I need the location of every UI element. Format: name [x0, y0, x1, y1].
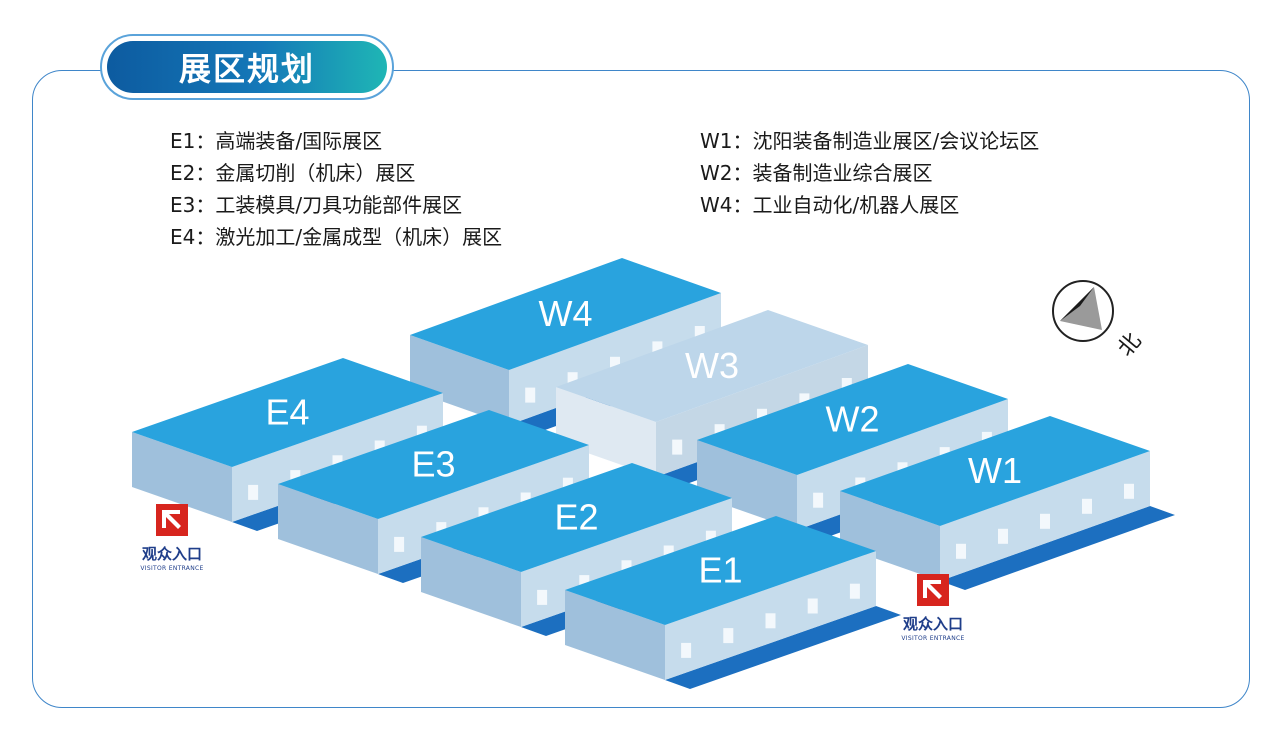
hall-roof [410, 258, 721, 370]
hall-window [436, 522, 447, 538]
hall-side-wall [840, 491, 940, 581]
hall-window [1040, 513, 1050, 529]
entrance-label-cn: 观众入口 [902, 615, 963, 633]
hall-window [681, 642, 692, 658]
hall-roof [421, 463, 732, 572]
hall-window [525, 387, 536, 403]
hall-window [394, 536, 405, 552]
hall-window [723, 628, 734, 644]
hall-window [520, 492, 531, 508]
hall-window [652, 341, 663, 357]
hall-side-wall [278, 484, 378, 574]
hall-label: E4 [265, 392, 309, 433]
title-badge-fill [107, 41, 387, 93]
legend-item-w1: W1：沈阳装备制造业展区/会议论坛区 [700, 129, 1040, 153]
compass-needle-icon [1060, 287, 1094, 321]
title-badge: 展区规划 [100, 34, 394, 100]
hall-roof [556, 310, 868, 422]
legend-item-e1: E1：高端装备/国际展区 [170, 129, 383, 153]
hall-roof [565, 516, 876, 625]
hall-side-wall [697, 440, 797, 530]
hall-window [663, 545, 674, 561]
entrance-arrow-icon [156, 504, 188, 536]
hall-label: E2 [554, 497, 598, 538]
legend-item-e3: E3：工装模具/刀具功能部件展区 [170, 193, 463, 217]
hall-label: W2 [826, 399, 880, 440]
hall-label: E3 [411, 444, 455, 485]
hall-shadow [940, 506, 1175, 590]
legend-item-e2: E2：金属切削（机床）展区 [170, 161, 416, 185]
hall-window [672, 439, 683, 455]
hall-side-wall [556, 387, 656, 477]
legend-item-w2: W2：装备制造业综合展区 [700, 161, 933, 185]
hall-e1[interactable]: E1 [565, 516, 901, 689]
compass-north-label: 北 [1113, 329, 1146, 362]
visitor-entrance-west: 观众入口 VISITOR ENTRANCE [132, 503, 212, 572]
hall-w1[interactable]: W1 [840, 416, 1175, 590]
legend-item-w4: W4：工业自动化/机器人展区 [700, 193, 960, 217]
hall-side-wall [421, 537, 521, 627]
hall-window [562, 477, 573, 493]
hall-window [956, 543, 966, 559]
hall-roof [697, 364, 1008, 475]
hall-window [1082, 498, 1092, 514]
hall-window [416, 425, 427, 441]
hall-roof [278, 410, 589, 519]
hall-window [849, 583, 860, 599]
hall-label: E1 [698, 550, 742, 591]
hall-window [705, 530, 716, 546]
hall-window [290, 470, 301, 486]
hall-side-wall [132, 432, 232, 522]
entrance-label-en: VISITOR ENTRANCE [140, 565, 204, 572]
hall-roof [132, 358, 443, 467]
hall-window [1124, 483, 1134, 499]
legend-west: W1：沈阳装备制造业展区/会议论坛区 W2：装备制造业综合展区 W4：工业自动化… [700, 125, 1039, 221]
legend-east: E1：高端装备/国际展区 E2：金属切削（机床）展区 E3：工装模具/刀具功能部… [170, 125, 502, 253]
hall-window [813, 492, 824, 508]
hall-window [374, 440, 385, 456]
visitor-entrance-east: 观众入口 VISITOR ENTRANCE [893, 573, 973, 642]
hall-label: W3 [685, 345, 739, 386]
entrance-label-en: VISITOR ENTRANCE [901, 635, 965, 642]
entrance-label-cn: 观众入口 [141, 545, 202, 563]
legend-item-e4: E4：激光加工/金属成型（机床）展区 [170, 225, 503, 249]
hall-window [765, 613, 776, 629]
page-title: 展区规划 [178, 50, 315, 88]
compass: 北 [1052, 280, 1147, 362]
hall-window [537, 589, 548, 605]
hall-window [248, 484, 259, 500]
hall-window [621, 560, 632, 576]
hall-window [478, 507, 489, 523]
hall-window [332, 455, 343, 471]
hall-side-wall [565, 590, 665, 680]
hall-label: W1 [968, 450, 1022, 491]
hall-window [998, 528, 1008, 544]
hall-window [841, 378, 852, 393]
hall-side-wall [410, 335, 509, 425]
hall-window [694, 326, 705, 341]
hall-window [567, 372, 578, 388]
hall-window [757, 408, 767, 424]
hall-roof [840, 416, 1150, 526]
hall-shadow [665, 606, 901, 689]
map-frame [32, 70, 1250, 708]
hall-window [610, 356, 620, 372]
hall-window [799, 393, 810, 409]
hall-window [579, 575, 590, 591]
hall-label: W4 [539, 293, 593, 334]
entrance-arrow-icon [917, 574, 949, 606]
hall-window [714, 424, 725, 440]
hall-window [807, 598, 818, 614]
compass-needle-shade [1060, 287, 1102, 330]
